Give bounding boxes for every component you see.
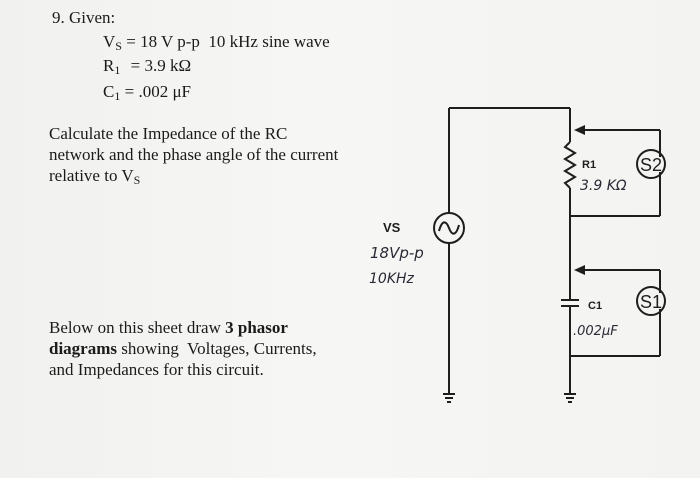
r1-label: R1 (582, 159, 596, 171)
s2-label: S2 (640, 155, 662, 175)
given-r1-symbol: R (103, 56, 115, 75)
given-r1-row: R1 = 3.9 kΩ (103, 56, 191, 78)
c1-label: C1 (588, 300, 602, 312)
given-vs-value: 18 V p-p 10 kHz sine wave (140, 32, 330, 51)
source-hand-frequency: 10KHz (369, 271, 415, 287)
c1-hand-value: .002μF (573, 324, 618, 339)
source-label: VS (383, 220, 401, 235)
given-c1-symbol: C (103, 82, 115, 101)
s2-meter-symbol (636, 149, 666, 179)
draw-line-2: diagrams showing Voltages, Currents, (49, 339, 317, 359)
given-c1-value: .002 μF (138, 82, 192, 101)
given-c1-eq: = (124, 82, 135, 101)
s1-arrow-icon (574, 265, 585, 275)
source-hand-voltage: 18Vp-p (370, 244, 424, 262)
resistor-r1-symbol (563, 141, 577, 189)
given-c1-sub: 1 (114, 89, 121, 103)
instruction-line-3-sub: S (133, 173, 141, 187)
given-vs-eq: = (126, 32, 136, 51)
given-r1-sub: 1 (114, 63, 121, 77)
given-r1-eq: = (130, 56, 141, 75)
given-vs-symbol: V (103, 32, 116, 51)
instruction-line-3-text: relative to V (49, 166, 134, 185)
draw-bold-2: diagrams (49, 339, 117, 358)
draw-line-1: Below on this sheet draw 3 phasor (49, 318, 288, 338)
instruction-line-1: Calculate the Impedance of the RC (49, 124, 288, 143)
draw-line-3: and Impedances for this circuit. (49, 360, 264, 379)
ac-source-symbol (433, 212, 465, 244)
s1-label: S1 (640, 292, 662, 312)
draw-bold-1: 3 phasor (225, 318, 288, 337)
s2-arrow-icon (574, 125, 585, 135)
instruction-line-3: relative to VS (49, 166, 140, 190)
s1-meter-symbol (636, 286, 666, 316)
problem-number: 9. Given: (52, 8, 116, 27)
draw-pre: Below on this sheet draw (49, 318, 226, 337)
r1-hand-value: 3.9 KΩ (580, 178, 627, 194)
given-vs-row: VS = 18 V p-p 10 kHz sine wave (103, 32, 330, 54)
given-vs-sub: S (115, 39, 122, 53)
sine-wave-icon (438, 221, 460, 235)
draw-post-1: showing Voltages, Currents, (117, 339, 317, 358)
instruction-line-2: network and the phase angle of the curre… (49, 145, 339, 164)
given-c1-row: C1 = .002 μF (103, 82, 191, 104)
given-r1-value: 3.9 kΩ (144, 56, 192, 75)
